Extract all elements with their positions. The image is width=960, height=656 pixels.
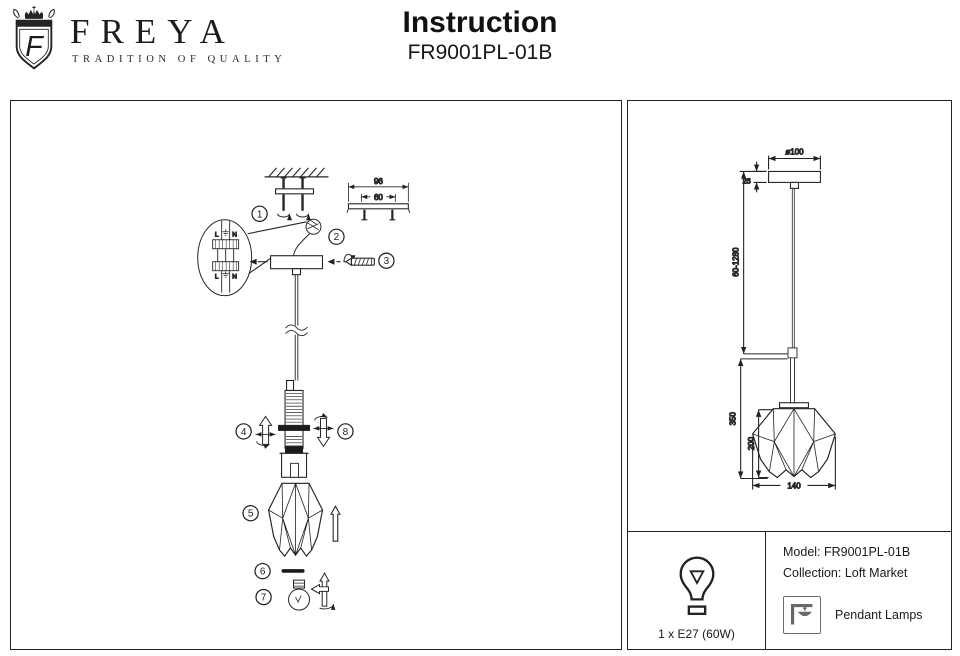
step-2-badge: 2 bbox=[328, 228, 345, 245]
page-title: Instruction bbox=[402, 6, 558, 39]
dimension-drawing: ø100 25 60-1280 350 20 bbox=[728, 147, 950, 532]
dim-canopy-height: 25 bbox=[742, 161, 767, 193]
step-6-badge: 6 bbox=[254, 562, 271, 580]
ceiling-hatch bbox=[264, 167, 329, 178]
shade-up-arrow bbox=[330, 505, 341, 542]
step-1-badge: 1 bbox=[251, 205, 268, 222]
wire-connector-blob bbox=[293, 218, 322, 256]
pendant-lamp-icon bbox=[783, 596, 821, 634]
svg-text:6: 6 bbox=[260, 567, 266, 578]
terminal-neutral-label: N bbox=[232, 232, 237, 239]
step-7-badge: 7 bbox=[255, 588, 272, 606]
svg-text:2: 2 bbox=[334, 232, 340, 243]
step-8-badge: 8 bbox=[337, 423, 354, 440]
model-number: FR9001PL-01B bbox=[407, 41, 553, 64]
step-3-badge: 3 bbox=[378, 252, 395, 269]
bracket-inner-dim: 60 bbox=[374, 193, 383, 202]
collection-label: Collection: Loft Market bbox=[783, 566, 908, 580]
dim-canopy-diameter: ø100 bbox=[768, 147, 821, 170]
retaining-ring-bar bbox=[281, 569, 305, 573]
lampshade-outline bbox=[752, 408, 836, 479]
pendant-outline bbox=[768, 170, 821, 409]
svg-text:1: 1 bbox=[257, 209, 263, 220]
assembly-diagram: 1 96 60 L N bbox=[197, 167, 411, 611]
adjust-arrow-down bbox=[313, 412, 334, 448]
wiring-detail-circle: L N L N bbox=[197, 219, 253, 297]
dim-shade-diameter: 140 bbox=[753, 436, 836, 491]
title-block: Instruction FR9001PL-01B bbox=[0, 6, 960, 65]
svg-text:3: 3 bbox=[384, 256, 390, 267]
bracket-dimension-drawing: 96 60 bbox=[346, 176, 411, 221]
assembly-diagram-panel: 1 96 60 L N bbox=[10, 100, 622, 650]
terminal-neutral-label: N bbox=[232, 274, 237, 281]
category-row: Pendant Lamps bbox=[783, 596, 951, 634]
brand-tagline: TRADITION OF QUALITY bbox=[72, 54, 287, 65]
terminal-live-label: L bbox=[215, 274, 219, 281]
slide-arrow-left bbox=[249, 258, 268, 265]
bulb-spec-label: 1 x E27 (60W) bbox=[658, 627, 735, 641]
terminal-live-label: L bbox=[215, 232, 219, 239]
freya-logo: F FREYA TRADITION OF QUALITY bbox=[8, 4, 286, 72]
svg-text:5: 5 bbox=[248, 509, 254, 520]
step-5-badge: 5 bbox=[242, 505, 259, 522]
adjust-arrow-up bbox=[255, 415, 276, 449]
detail-leader-lines bbox=[247, 221, 307, 275]
canopy-drawing bbox=[270, 255, 324, 276]
earth-ground-icon bbox=[222, 271, 229, 278]
bulb-icon bbox=[679, 556, 714, 616]
svg-text:25: 25 bbox=[742, 176, 750, 185]
svg-text:8: 8 bbox=[343, 427, 349, 438]
dim-suspension-range: 60-1280 bbox=[731, 170, 788, 355]
svg-text:ø100: ø100 bbox=[785, 148, 804, 157]
bracket-width-dim: 96 bbox=[374, 177, 383, 186]
suspension-cord bbox=[284, 274, 311, 381]
product-info-box: 1 x E27 (60W) Model: FR9001PL-01B Collec… bbox=[628, 531, 951, 649]
socket-assembly-drawing bbox=[278, 379, 311, 478]
svg-text:60-1280: 60-1280 bbox=[732, 247, 741, 277]
model-label: Model: FR9001PL-01B bbox=[783, 545, 911, 559]
mounting-plate-drawing bbox=[275, 177, 315, 221]
bulb-drawing bbox=[288, 579, 311, 611]
step-4-badge: 4 bbox=[235, 423, 252, 440]
category-label: Pendant Lamps bbox=[835, 608, 923, 622]
dimensions-panel: ø100 25 60-1280 350 20 bbox=[627, 100, 952, 650]
set-screw-drawing bbox=[343, 253, 375, 267]
bulb-spec-cell: 1 x E27 (60W) bbox=[628, 532, 766, 649]
crest-monogram: F bbox=[25, 31, 44, 63]
svg-text:4: 4 bbox=[241, 427, 247, 438]
lampshade-drawing bbox=[267, 482, 324, 557]
model-info-cell: Model: FR9001PL-01B Collection: Loft Mar… bbox=[766, 532, 951, 649]
svg-text:140: 140 bbox=[787, 481, 801, 490]
earth-ground-icon bbox=[222, 229, 229, 236]
svg-text:7: 7 bbox=[261, 593, 267, 604]
freya-crest-icon: F bbox=[13, 5, 55, 70]
bulb-install-arrows bbox=[310, 572, 336, 611]
svg-text:350: 350 bbox=[729, 411, 738, 425]
brand-name: FREYA bbox=[70, 12, 236, 51]
svg-text:200: 200 bbox=[747, 436, 756, 450]
